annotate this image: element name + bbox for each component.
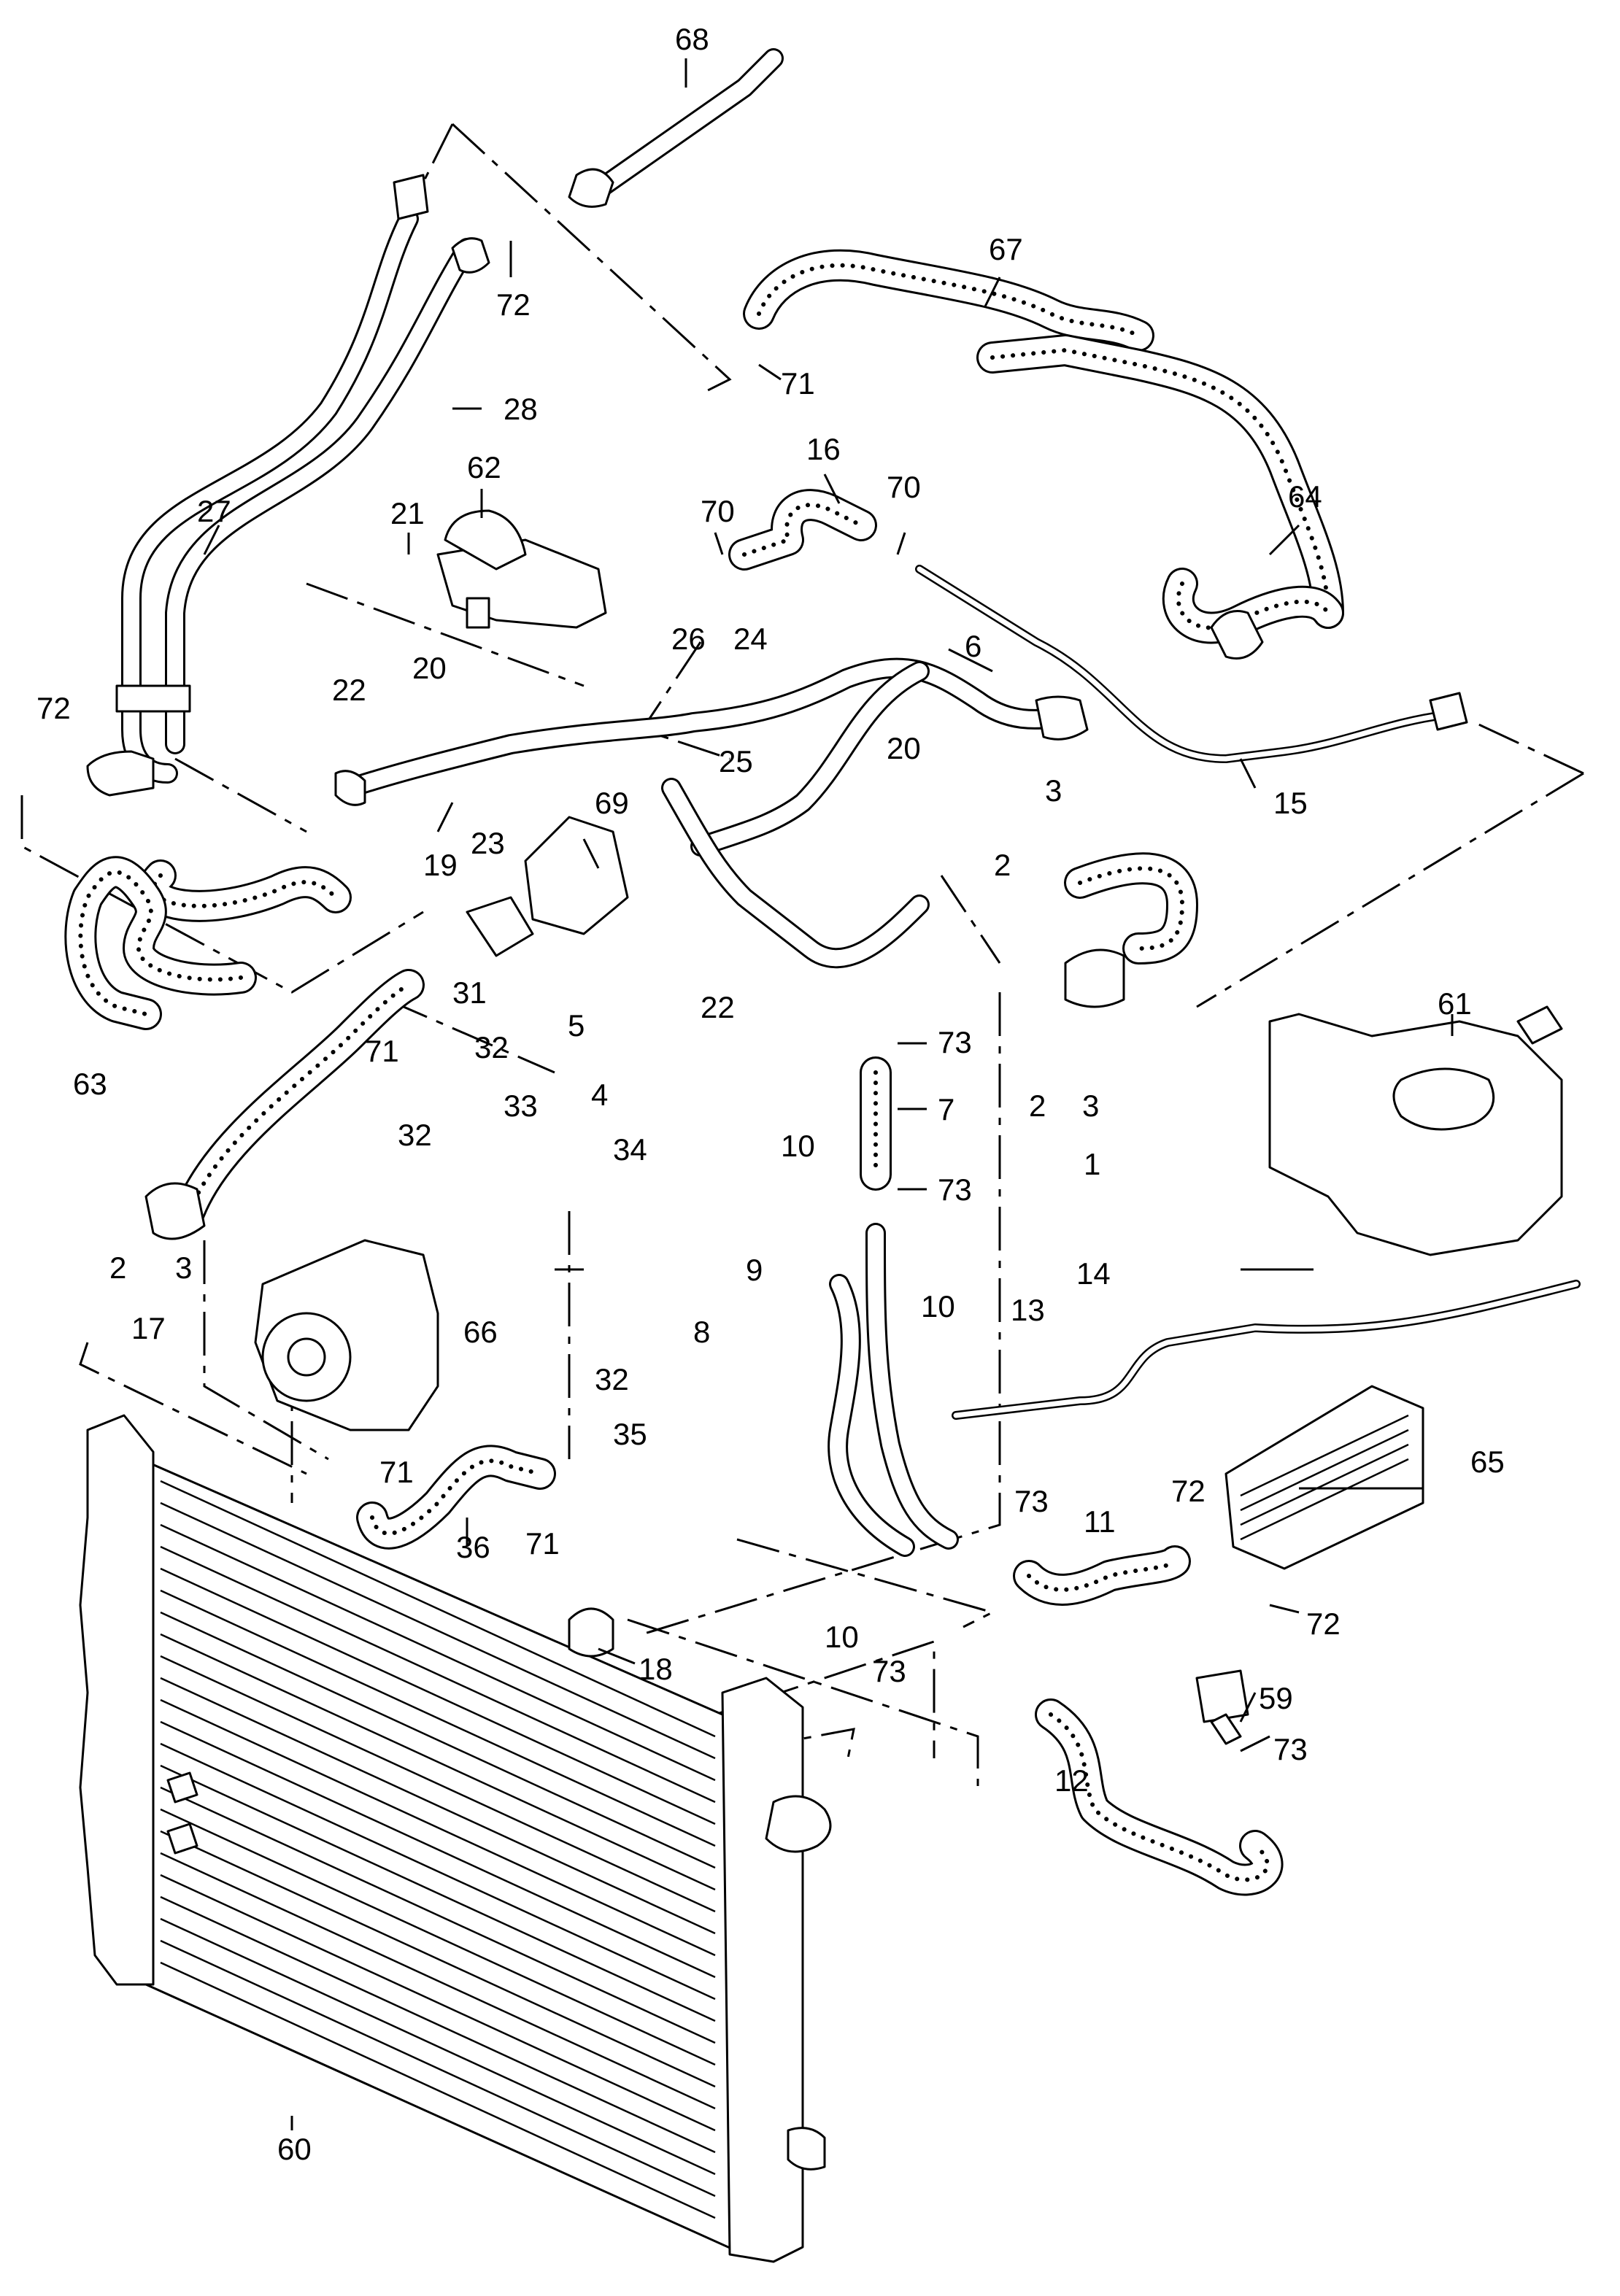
callout-72: 72	[496, 287, 531, 322]
callout-34: 34	[613, 1132, 647, 1167]
callout-7: 7	[938, 1092, 954, 1126]
callout-2: 2	[109, 1251, 126, 1285]
callout-10: 10	[825, 1620, 859, 1654]
line-13	[952, 1280, 1581, 1420]
callout-3: 3	[175, 1251, 192, 1285]
hose-68	[568, 48, 784, 208]
callout-22: 22	[332, 673, 366, 707]
callout-64: 64	[1288, 479, 1322, 514]
callout-71: 71	[525, 1526, 560, 1561]
hose-67-64	[743, 249, 1344, 660]
callout-2: 2	[994, 848, 1011, 882]
callout-62: 62	[467, 450, 501, 484]
hose-3	[1064, 852, 1198, 1008]
callout-8: 8	[693, 1315, 710, 1349]
hose-lower-left	[144, 969, 425, 1240]
callout-66: 66	[463, 1315, 498, 1349]
callout-1: 1	[1084, 1147, 1100, 1181]
callout-32: 32	[474, 1030, 509, 1064]
callout-5: 5	[568, 1008, 585, 1043]
callout-labels: 68 72 67 71 28 62 27 21 16 70 70 64 26 2…	[36, 22, 1505, 2166]
hose-11	[1013, 1545, 1191, 1606]
callout-23: 23	[471, 826, 505, 860]
callout-72: 72	[1171, 1474, 1206, 1508]
coolant-pipe-main	[334, 657, 1089, 968]
callout-27: 27	[197, 494, 231, 528]
callout-19: 19	[423, 848, 458, 882]
callout-4: 4	[591, 1078, 608, 1112]
line-15	[915, 565, 1468, 763]
callout-31: 31	[452, 975, 487, 1010]
callout-60: 60	[277, 2132, 312, 2166]
callout-33: 33	[504, 1089, 538, 1123]
callout-70: 70	[887, 470, 921, 504]
callout-72: 72	[1306, 1607, 1341, 1641]
callout-32: 32	[398, 1118, 432, 1152]
callout-63: 63	[73, 1067, 107, 1101]
callout-22: 22	[701, 990, 735, 1024]
callout-10: 10	[921, 1289, 955, 1323]
callout-71: 71	[379, 1455, 414, 1489]
callout-32: 32	[595, 1362, 629, 1396]
callout-73: 73	[872, 1654, 906, 1688]
callout-71: 71	[781, 366, 815, 401]
callout-59: 59	[1259, 1681, 1293, 1715]
leader-lines	[203, 58, 1454, 2130]
hose-16	[728, 489, 877, 571]
callout-12: 12	[1054, 1763, 1089, 1798]
callout-71: 71	[365, 1034, 399, 1068]
callout-65: 65	[1470, 1445, 1505, 1479]
callout-9: 9	[746, 1253, 763, 1287]
callout-10: 10	[781, 1129, 815, 1163]
callout-26: 26	[671, 622, 706, 656]
callout-73: 73	[1273, 1732, 1308, 1766]
callout-24: 24	[733, 622, 768, 656]
callout-20: 20	[887, 731, 921, 765]
radiator	[79, 1414, 832, 2263]
callout-3: 3	[1082, 1089, 1099, 1123]
callout-20: 20	[412, 651, 447, 685]
radiator-fins	[160, 1480, 716, 2219]
callout-35: 35	[613, 1417, 647, 1451]
callout-2: 2	[1029, 1089, 1046, 1123]
callout-28: 28	[504, 392, 538, 426]
expansion-tank-61	[1268, 1005, 1563, 1256]
callout-73: 73	[938, 1172, 972, 1207]
hose-63	[64, 856, 352, 1030]
callout-67: 67	[989, 232, 1023, 266]
pump-59	[1195, 1669, 1249, 1745]
callout-68: 68	[675, 22, 709, 56]
callout-13: 13	[1011, 1293, 1045, 1327]
callout-17: 17	[131, 1311, 166, 1345]
callout-72: 72	[36, 691, 71, 725]
callout-18: 18	[639, 1652, 673, 1686]
callout-15: 15	[1273, 786, 1308, 820]
callout-36: 36	[456, 1530, 490, 1564]
pipe-8	[828, 1223, 959, 1557]
coolant-pipe-27	[86, 174, 490, 797]
callout-14: 14	[1076, 1256, 1111, 1291]
callout-25: 25	[719, 744, 753, 778]
thermostat-housing-62	[436, 509, 607, 629]
callout-69: 69	[595, 786, 629, 820]
alternator-66	[254, 1239, 439, 1431]
callout-73: 73	[1014, 1484, 1049, 1518]
callout-6: 6	[965, 629, 981, 663]
callout-73: 73	[938, 1025, 972, 1059]
clamp-18	[568, 1607, 614, 1658]
callout-16: 16	[806, 432, 841, 466]
callout-70: 70	[701, 494, 735, 528]
oil-cooler-65	[1224, 1385, 1424, 1570]
callout-21: 21	[390, 496, 425, 530]
hose-12	[1035, 1698, 1284, 1896]
hose-36	[356, 1445, 556, 1550]
callout-3: 3	[1045, 773, 1062, 808]
thermostat-69	[466, 816, 629, 957]
callout-61: 61	[1438, 986, 1472, 1021]
assembly-reference-lines	[20, 123, 1584, 1906]
callout-11: 11	[1084, 1504, 1116, 1539]
